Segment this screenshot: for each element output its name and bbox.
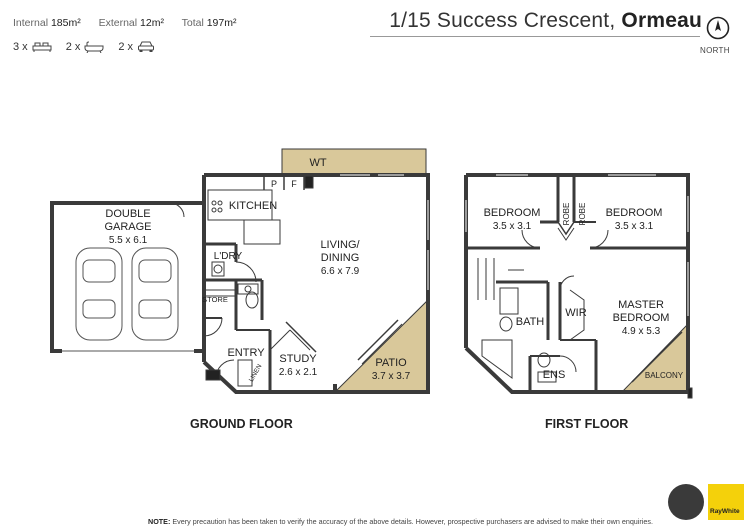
kitchen-label: KITCHEN	[229, 200, 277, 212]
fridge-label: F	[291, 179, 297, 189]
pantry-label: P	[271, 179, 277, 189]
ens-label: ENS	[543, 369, 566, 381]
ground-floor-title: GROUND FLOOR	[190, 417, 293, 431]
living-size: 6.6 x 7.9	[321, 266, 360, 277]
total-label: Total	[181, 17, 204, 29]
study-size: 2.6 x 2.1	[279, 367, 318, 378]
study-label: STUDY	[279, 353, 317, 365]
robe-right-label: ROBE	[578, 203, 587, 226]
note-text: Every precaution has been taken to verif…	[172, 517, 653, 526]
area-summary: Internal 185m² External 12m² Total 197m²	[13, 17, 236, 29]
ground-floor-plan	[50, 148, 430, 394]
wt-label: WT	[309, 157, 326, 169]
bed-count-value: 3 x	[13, 40, 28, 53]
robe-left-label: ROBE	[562, 203, 571, 226]
balcony-label: BALCONY	[645, 371, 684, 380]
internal-label: Internal	[13, 17, 49, 29]
master-label-line1: MASTER	[618, 299, 664, 311]
raywhite-name: RayWhite	[710, 508, 740, 515]
bath-count-value: 2 x	[65, 40, 81, 53]
address-street: 1/15 Success Crescent,	[389, 9, 616, 32]
entry-label: ENTRY	[227, 347, 265, 359]
address-suburb: Ormeau	[621, 9, 702, 32]
bed-count: 3 x	[13, 41, 52, 53]
garage-size: 5.5 x 6.1	[109, 235, 148, 246]
first-floor-plan	[464, 173, 693, 399]
note-label: NOTE:	[148, 517, 171, 526]
store-label: STORE	[202, 295, 228, 304]
header-divider	[370, 36, 700, 37]
external-label: External	[98, 17, 138, 29]
living-label-line2: DINING	[321, 252, 360, 264]
internal-value: 185m²	[50, 17, 81, 29]
car-right	[131, 247, 179, 341]
feature-counts: 3 x 2 x 2 x	[13, 40, 155, 53]
master-label-line2: BEDROOM	[613, 312, 670, 324]
disclaimer-note: NOTE: Every precaution has been taken to…	[148, 517, 653, 526]
property-address: 1/15 Success Crescent, Ormeau	[389, 9, 702, 33]
wir-label: WIR	[565, 307, 586, 319]
first-floor-title: FIRST FLOOR	[545, 417, 629, 431]
living-label-line1: LIVING/	[320, 239, 360, 251]
car-count: 2 x	[118, 40, 155, 53]
bedroom-2-label: BEDROOM	[606, 207, 663, 219]
patio-label: PATIO	[375, 357, 407, 369]
linen-label: LINEN	[248, 363, 264, 383]
patio-size: 3.7 x 3.7	[372, 371, 411, 382]
raywhite-logo: RayWhite	[708, 484, 744, 520]
master-size: 4.9 x 5.3	[622, 326, 661, 337]
bath-label: BATH	[516, 316, 545, 328]
garage-label-line1: DOUBLE	[105, 208, 150, 220]
laundry-label: L'DRY	[214, 251, 243, 262]
first-floor-labels: BEDROOM 3.5 x 3.1 ROBE ROBE BEDROOM 3.5 …	[484, 203, 684, 381]
bath-icon	[84, 41, 104, 53]
car-count-value: 2 x	[118, 40, 134, 53]
wt-area	[281, 148, 427, 176]
garage-label-line2: GARAGE	[104, 221, 151, 233]
bath-count: 2 x	[66, 41, 105, 53]
north-compass-icon	[706, 16, 730, 40]
car-icon	[138, 41, 155, 52]
ground-floor-labels: WT P F KITCHEN DOUBLE GARAGE 5.5 x 6.1 L…	[104, 157, 410, 383]
agent-logo-icon	[668, 484, 704, 520]
total-value: 197m²	[206, 17, 237, 29]
external-value: 12m²	[140, 17, 164, 29]
bed-icon	[32, 42, 52, 52]
north-label: NORTH	[700, 46, 730, 55]
bedroom-1-size: 3.5 x 3.1	[493, 221, 532, 232]
bedroom-1-label: BEDROOM	[484, 207, 541, 219]
car-left	[75, 247, 123, 341]
bedroom-2-size: 3.5 x 3.1	[615, 221, 654, 232]
